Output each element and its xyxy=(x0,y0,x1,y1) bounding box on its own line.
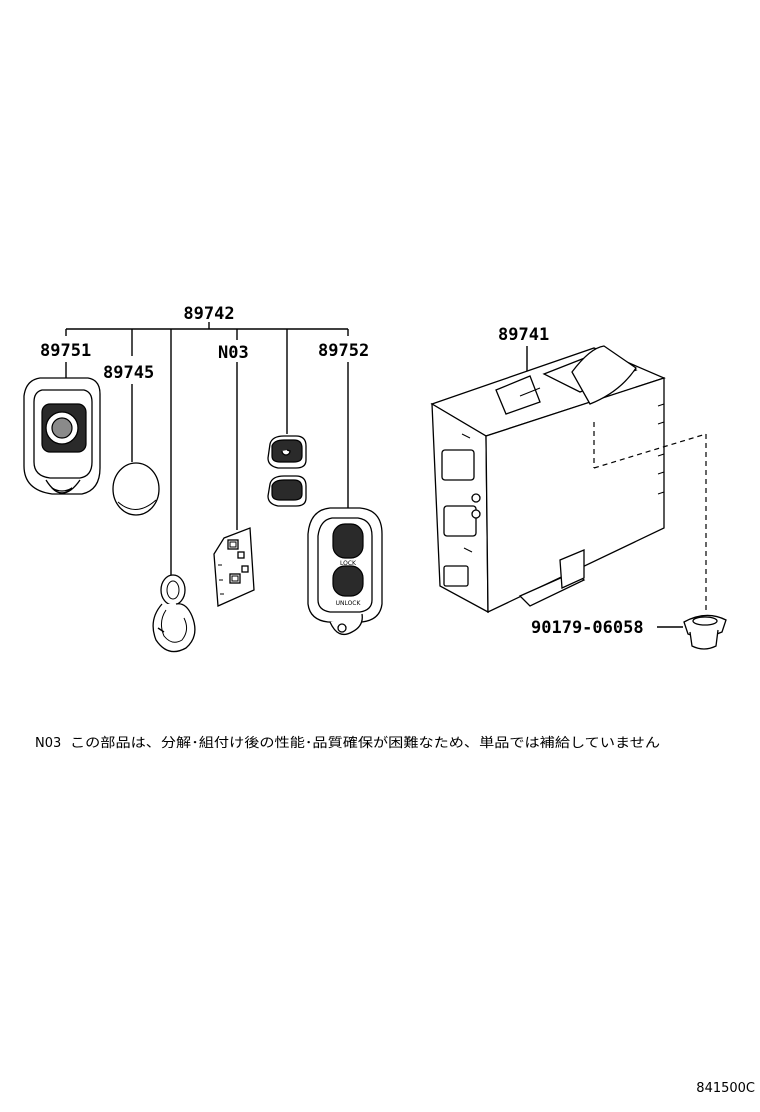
grommet-90179-06058 xyxy=(683,614,727,650)
lock-button-label: LOCK xyxy=(340,560,357,567)
receiver-box-89741 xyxy=(430,345,707,614)
fob-case-89751 xyxy=(23,377,101,495)
label-89752: 89752 xyxy=(318,341,369,361)
label-89741: 89741 xyxy=(498,325,549,345)
remote-transmitter-89752: LOCK UNLOCK xyxy=(307,507,383,636)
illustration-code: 841500C xyxy=(696,1081,755,1096)
label-90179-06058: 90179-06058 xyxy=(531,618,644,638)
battery-89745 xyxy=(112,462,160,516)
circuit-board-n03 xyxy=(213,527,255,607)
unlock-button-label: UNLOCK xyxy=(336,600,362,607)
bracket-89742 xyxy=(65,322,349,580)
label-89751: 89751 xyxy=(40,341,91,361)
note-code: N03 xyxy=(35,736,61,751)
rubber-buttons xyxy=(267,435,307,507)
key-ring xyxy=(152,574,196,653)
label-n03: N03 xyxy=(218,343,249,363)
label-89745: 89745 xyxy=(103,363,154,383)
label-89742: 89742 xyxy=(183,304,234,324)
note-text: この部品は、分解･組付け後の性能･品質確保が困難なため、単品では補給していません xyxy=(70,735,660,751)
